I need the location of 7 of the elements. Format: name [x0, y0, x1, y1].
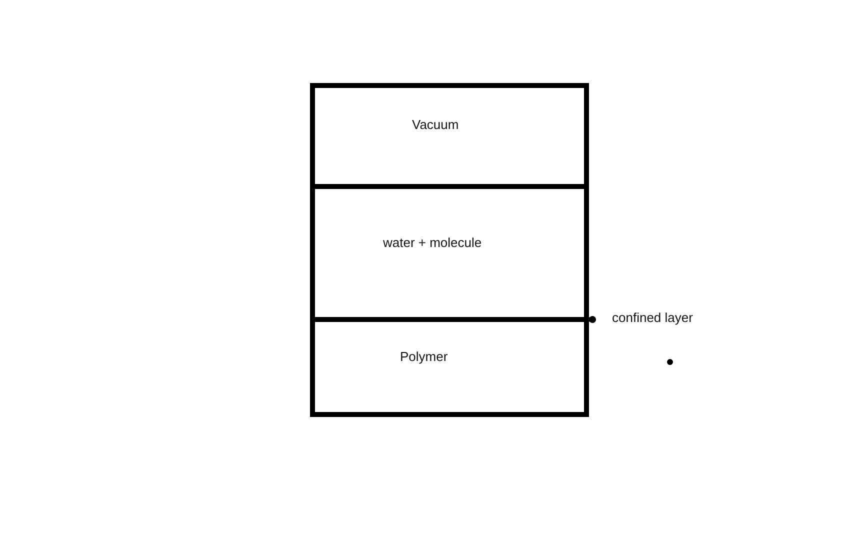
annotation-text: confined layer	[612, 310, 693, 325]
layer-box	[310, 189, 589, 322]
layer-label: Polymer	[400, 349, 448, 364]
layer-label: water + molecule	[383, 235, 482, 250]
layer-box	[310, 83, 589, 189]
layer-label: Vacuum	[412, 117, 459, 132]
layer-box	[310, 322, 589, 417]
